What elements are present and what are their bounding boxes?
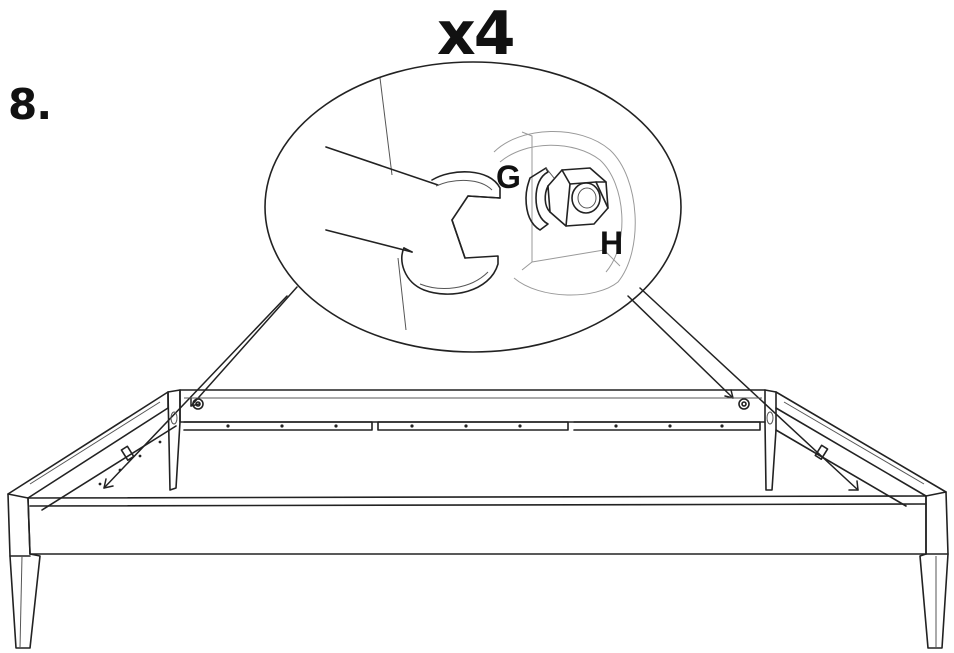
post-front-right: [919, 491, 949, 649]
side-rail-left: [7, 391, 177, 511]
hex-nut-h: [544, 167, 609, 227]
side-rail-right: [775, 391, 947, 507]
headboard-rail: [179, 389, 766, 431]
label-g: G: [496, 159, 521, 195]
quantity-label: x4: [437, 0, 515, 69]
callout-ellipse: [264, 61, 682, 353]
washer-g: [525, 167, 555, 231]
post-front-left: [7, 493, 41, 649]
post-back-right: [764, 389, 777, 491]
callout-contents: G H: [325, 77, 636, 331]
footboard-rail: [27, 495, 927, 555]
bracket-plate: [493, 131, 636, 296]
step-number: 8.: [8, 80, 52, 129]
post-back-left: [167, 389, 181, 491]
wrench: [325, 146, 501, 295]
detail-callout: G H: [264, 61, 682, 353]
label-h: H: [600, 225, 623, 261]
leader-lines: [103, 286, 859, 491]
bed-frame: [7, 389, 949, 649]
